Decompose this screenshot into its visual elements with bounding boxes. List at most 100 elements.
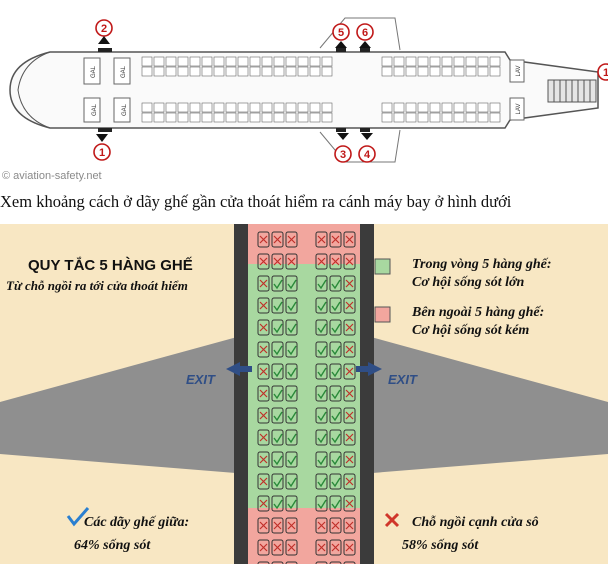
cabin-seat [315,429,328,446]
seat [285,112,297,123]
seat-cross-icon [273,257,282,266]
seat [273,112,285,123]
seat [465,102,477,113]
seat [141,56,153,67]
seat-cross-icon [345,499,354,508]
svg-text:4: 4 [364,149,371,161]
cabin-seat [343,297,356,314]
seat [165,56,177,67]
seat [417,102,429,113]
exit-marker-1: 1 [93,134,111,161]
exit-marker-6: 6 [356,23,374,48]
cabin-seat [329,341,342,358]
unsafe-zone-rear [248,508,360,564]
seat-cross-icon [331,257,340,266]
seat-cross-icon [259,367,268,376]
cabin-seat [329,561,342,564]
seat [285,66,297,77]
seat [381,112,393,123]
seat [477,56,489,67]
exit-marker-4: 4 [358,133,376,163]
seat [201,112,213,123]
seat [153,56,165,67]
cabin-seat [343,253,356,270]
seat-cross-icon [273,543,282,552]
seat-cross-icon [287,235,296,244]
seat [465,112,477,123]
seat-cross-icon [259,257,268,266]
seat [321,56,333,67]
seat-check-icon [317,455,327,466]
seat [381,66,393,77]
cabin-seat [285,539,298,556]
legend-unsafe-line1: Bên ngoài 5 hàng ghế: [411,305,544,320]
seat [201,102,213,113]
seat [489,56,501,67]
cabin-seat [343,495,356,512]
exit-right-label: EXIT [388,372,418,387]
cabin-seat [285,517,298,534]
seat-check-icon [317,279,327,290]
seat [405,112,417,123]
seat-cross-icon [259,323,268,332]
seat-cross-icon [259,411,268,420]
door-marker-rear: 1 [597,63,608,81]
cabin-seat [329,319,342,336]
seat-cross-icon [259,235,268,244]
cabin-seat [329,539,342,556]
seat-check-icon [331,301,341,312]
seat-check-icon [287,499,297,510]
exit-door-4 [360,128,370,132]
seat-check-icon [287,345,297,356]
galley-block [83,57,101,85]
seat [141,102,153,113]
left-wing [0,334,248,474]
cabin-seat [271,253,284,270]
cabin-seat [285,473,298,490]
galley-label: GAL [122,103,128,116]
seat-cross-icon [259,455,268,464]
seat-check-icon [331,499,341,510]
seat [429,56,441,67]
seat [405,56,417,67]
seat-check-icon [287,301,297,312]
seat [489,112,501,123]
seat [261,66,273,77]
seat [213,66,225,77]
seat [237,112,249,123]
seat-check-icon [317,367,327,378]
seat [273,102,285,113]
seat-check-icon [317,301,327,312]
cabin-seat [329,517,342,534]
cabin-seat [285,275,298,292]
exit-door-6 [360,48,370,52]
cabin-seat [271,495,284,512]
seat-cross-icon [345,301,354,310]
seat [309,112,321,123]
cabin-seat [271,341,284,358]
seat-cross-icon [345,477,354,486]
fuselage-wall-right [360,224,374,564]
cabin-seat [315,253,328,270]
cabin-seat [257,539,270,556]
seat [141,66,153,77]
cabin-seat [315,363,328,380]
cabin-seat [285,253,298,270]
seat-cross-icon [345,235,354,244]
svg-text:6: 6 [362,27,368,39]
cabin-seat [285,319,298,336]
cabin-seat [343,517,356,534]
seat [237,66,249,77]
seat [297,112,309,123]
window-seats-note: Chỗ ngồi cạnh cửa sô 58% sống sót [384,512,539,553]
seat [249,112,261,123]
seat [429,66,441,77]
cabin-seat [257,363,270,380]
aisle-seats-note: Các dãy ghế giữa: 64% sống sót [66,507,189,553]
cabin-seat [343,341,356,358]
seat [273,66,285,77]
exit-door-3 [336,128,346,132]
seat-check-icon [317,345,327,356]
seat-check-icon [273,477,283,488]
